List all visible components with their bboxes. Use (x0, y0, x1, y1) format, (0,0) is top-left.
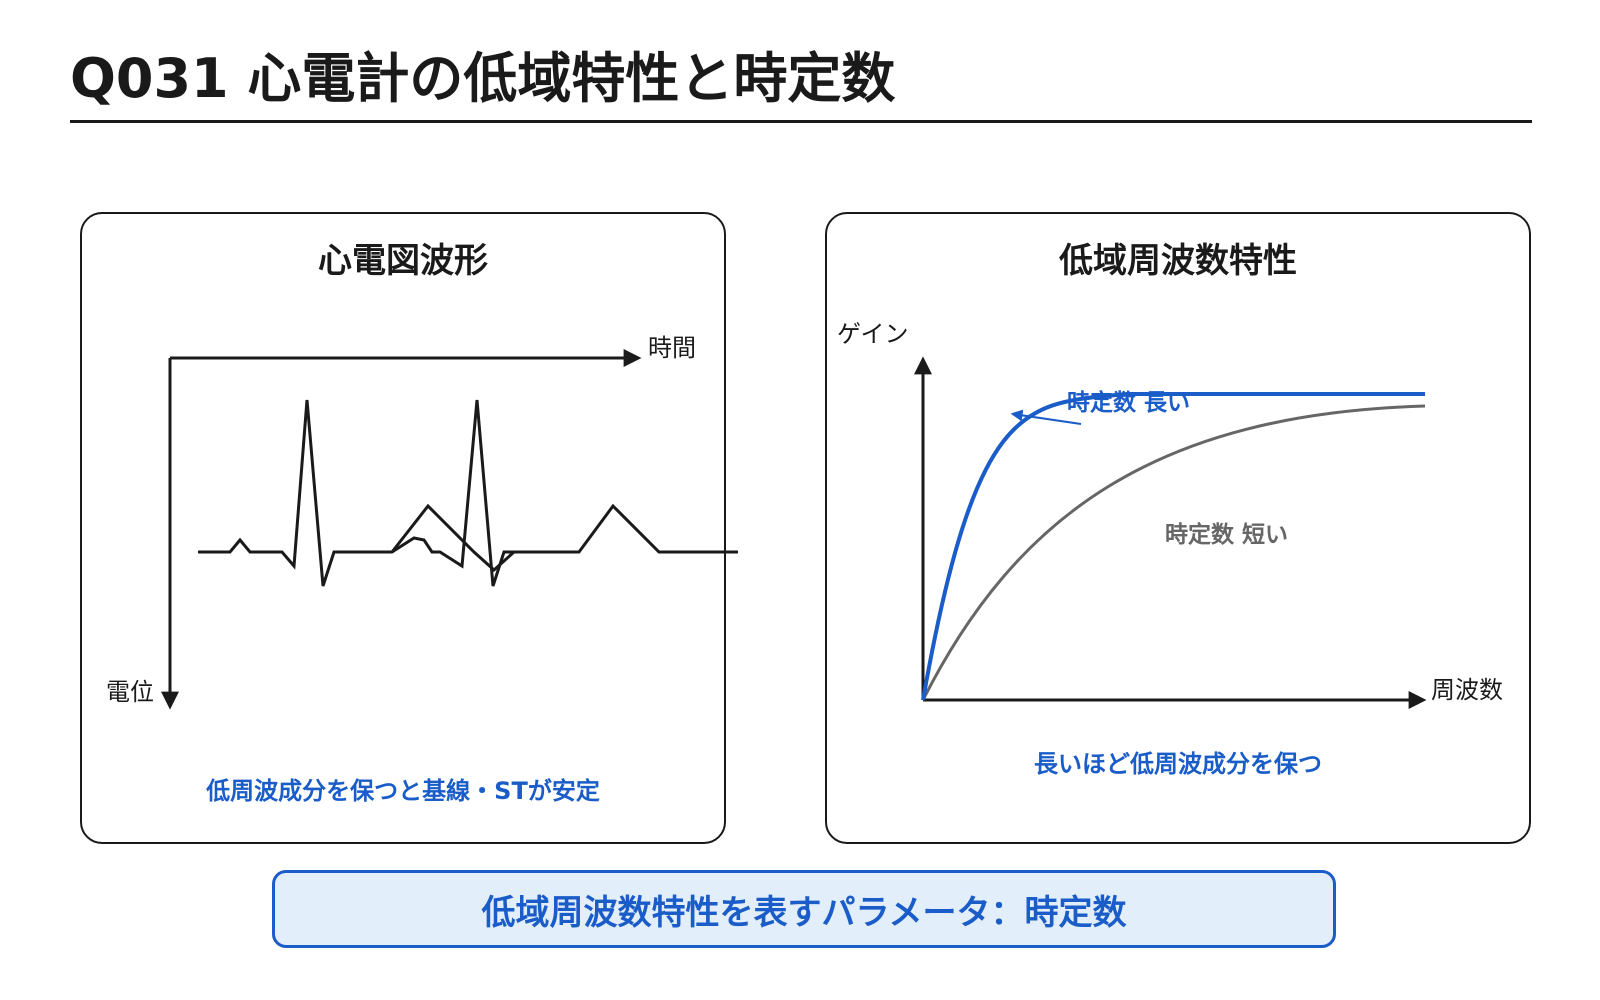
page-title: Q031 心電計の低域特性と時定数 (70, 47, 896, 110)
ecg-waveform-drift (390, 503, 516, 573)
freq-note: 長いほど低周波成分を保つ (1034, 750, 1322, 778)
short-tc-curve (921, 404, 1426, 701)
long-tc-curve (921, 392, 1425, 701)
long-tc-label: 時定数 長い (1067, 389, 1190, 416)
freq-diagram: ゲイン 周波数 時定数 長い 時定数 短い (837, 320, 1503, 709)
freq-axis-label: 周波数 (1431, 676, 1503, 704)
ecg-panel: 心電図波形 時間 電位 低周波成分を保つと基線・STが安定 (80, 212, 738, 844)
ecg-note: 低周波成分を保つと基線・STが安定 (206, 777, 600, 805)
long-tc-arrow (1010, 409, 1082, 425)
potential-axis-label: 電位 (106, 678, 154, 706)
title-divider (70, 120, 1532, 123)
freq-panel: 低域周波数特性 ゲイン 周波数 時定数 長い 時定数 短い 長いほど低周波成分を… (825, 212, 1531, 844)
ecg-waveform (198, 399, 738, 587)
ecg-diagram: 時間 電位 (106, 334, 738, 710)
summary-text: 低域周波数特性を表すパラメータ：時定数 (481, 892, 1127, 933)
ecg-panel-title: 心電図波形 (318, 241, 488, 281)
short-tc-label: 時定数 短い (1165, 521, 1288, 548)
time-axis-label: 時間 (648, 334, 696, 362)
gain-axis-label: ゲイン (837, 320, 909, 348)
freq-panel-title: 低域周波数特性 (1059, 241, 1297, 281)
summary-box: 低域周波数特性を表すパラメータ：時定数 (272, 870, 1336, 948)
